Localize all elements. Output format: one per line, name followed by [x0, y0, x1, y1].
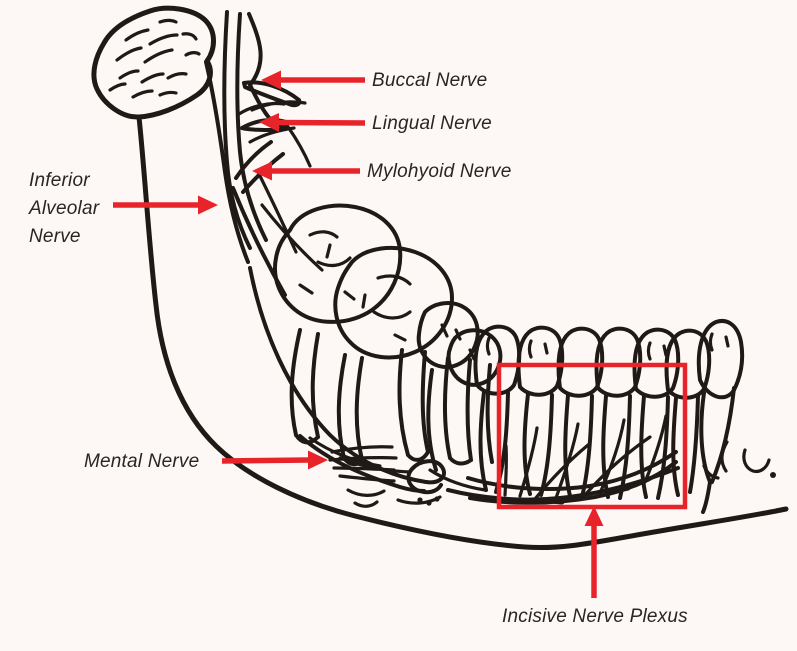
label-buccal-nerve: Buccal Nerve	[372, 70, 488, 91]
molar-teeth	[273, 203, 454, 360]
incisive-plexus-lines	[428, 414, 680, 505]
lingual-nerve-twig	[237, 101, 312, 168]
mental-nerve-fan	[328, 445, 442, 508]
label-inferior-alveolar-nerve: Inferior Alveolar Nerve	[29, 170, 100, 247]
mental-nerve-loop	[328, 445, 446, 508]
accent-marks	[702, 440, 776, 480]
condyle-texture	[108, 18, 201, 99]
label-mylohyoid-nerve: Mylohyoid Nerve	[367, 161, 512, 182]
mylohyoid-arrow	[252, 161, 360, 181]
inferior-alveolar-arrow	[113, 195, 218, 215]
lingual-arrow	[259, 113, 366, 132]
incisor-canine-crowns	[473, 319, 745, 400]
incisive-arrow	[584, 506, 604, 598]
buccal-arrow	[261, 70, 365, 90]
jaw-outline	[136, 60, 789, 551]
mental-arrow	[221, 450, 328, 470]
label-mental-nerve: Mental Nerve	[84, 451, 200, 472]
condyle	[91, 5, 216, 120]
premolar-teeth	[416, 301, 503, 387]
label-incisive-nerve-plexus: Incisive Nerve Plexus	[502, 606, 688, 627]
annotation-overlays	[113, 70, 688, 598]
incisive-highlight-box	[496, 362, 688, 510]
label-lingual-nerve: Lingual Nerve	[372, 113, 492, 134]
